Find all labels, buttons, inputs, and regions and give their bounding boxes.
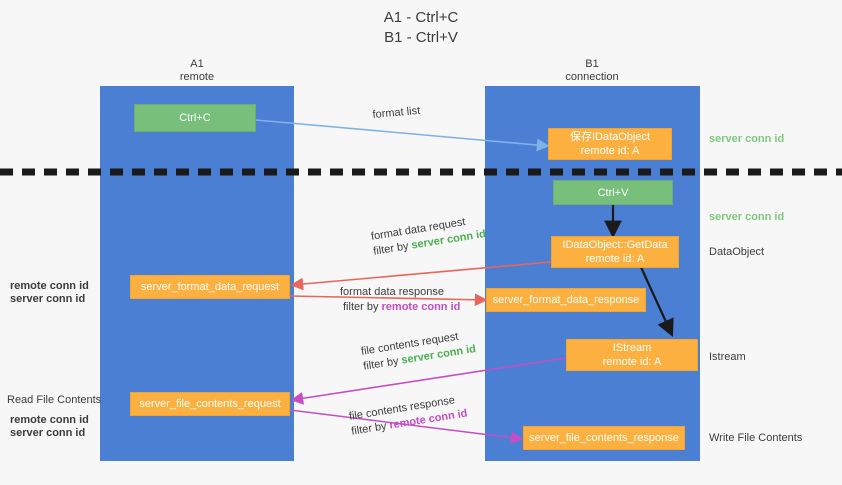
edge-label-format-list-line1: format list bbox=[372, 104, 421, 121]
column-header-right-role: connection bbox=[565, 71, 619, 83]
node-server-format-data-request[interactable]: server_format_data_request bbox=[130, 275, 290, 299]
node-ctrl-c[interactable]: Ctrl+C bbox=[134, 104, 256, 132]
node-server-file-contents-request-label: server_file_contents_request bbox=[139, 398, 281, 410]
column-header-right-name: B1 bbox=[585, 58, 599, 70]
edge-label-format-list: format list bbox=[372, 104, 421, 123]
left-label-server-conn-id-2: server conn id bbox=[10, 427, 86, 439]
node-idataobject-getdata-sub: remote id: A bbox=[585, 253, 645, 265]
node-server-format-data-response[interactable]: server_format_data_response bbox=[486, 288, 646, 312]
filter-prefix: filter by bbox=[372, 239, 413, 258]
node-save-idataobject-sub: remote id: A bbox=[580, 145, 640, 157]
node-save-idataobject[interactable]: 保存IDataObject remote id: A bbox=[548, 128, 672, 160]
left-label-server-conn-id-1: server conn id bbox=[10, 293, 86, 305]
right-label-server-conn-id-top: server conn id bbox=[709, 133, 785, 145]
left-label-remote-conn-id-1: remote conn id bbox=[10, 280, 89, 292]
edge-label-format-data-response-line2: filter by remote conn id bbox=[343, 300, 460, 315]
filter-prefix: filter by bbox=[343, 301, 382, 313]
edge-label-file-contents-response: file contents response filter by remote … bbox=[348, 392, 469, 440]
page-title: A1 - Ctrl+C B1 - Ctrl+V bbox=[383, 9, 459, 46]
edge-label-format-data-response: format data response filter by remote co… bbox=[340, 285, 460, 315]
node-ctrl-v-label: Ctrl+V bbox=[597, 186, 629, 199]
node-ctrl-v[interactable]: Ctrl+V bbox=[553, 180, 673, 205]
node-save-idataobject-label: 保存IDataObject bbox=[569, 131, 651, 143]
right-label-dataobject: DataObject bbox=[709, 246, 765, 258]
left-label-read-file-contents: Read File Contents bbox=[7, 394, 102, 406]
node-server-format-data-response-label: server_format_data_response bbox=[492, 294, 640, 306]
edge-label-file-contents-request: file contents request filter by server c… bbox=[360, 327, 477, 374]
filter-prefix: filter by bbox=[350, 419, 391, 438]
node-idataobject-getdata-label: IDataObject::GetData bbox=[562, 239, 668, 251]
right-label-write-file-contents: Write File Contents bbox=[709, 432, 803, 444]
node-idataobject-getdata[interactable]: IDataObject::GetData remote id: A bbox=[551, 236, 679, 268]
column-header-left-name: A1 bbox=[190, 58, 204, 70]
node-server-file-contents-response-label: server_file_contents_response bbox=[529, 432, 679, 444]
node-istream-label: IStream bbox=[612, 342, 652, 354]
column-header-right: B1 connection bbox=[512, 58, 672, 84]
right-label-istream: Istream bbox=[709, 351, 746, 363]
node-istream-sub: remote id: A bbox=[602, 356, 662, 368]
edge-label-format-data-request: format data request filter by server con… bbox=[370, 212, 487, 259]
column-header-left-role: remote bbox=[179, 71, 215, 83]
left-label-remote-conn-id-2: remote conn id bbox=[10, 414, 89, 426]
right-label-server-conn-id-mid: server conn id bbox=[709, 211, 785, 223]
column-header-left: A1 remote bbox=[117, 58, 277, 84]
node-istream[interactable]: IStream remote id: A bbox=[566, 339, 698, 371]
edge-label-format-data-response-line1: format data response bbox=[340, 286, 444, 298]
node-ctrl-c-label: Ctrl+C bbox=[179, 112, 211, 124]
filter-key-remote-conn-id: remote conn id bbox=[381, 301, 461, 313]
node-server-format-data-request-label: server_format_data_request bbox=[140, 281, 280, 293]
node-server-file-contents-request[interactable]: server_file_contents_request bbox=[130, 392, 290, 416]
node-server-file-contents-response[interactable]: server_file_contents_response bbox=[523, 426, 685, 450]
filter-prefix: filter by bbox=[362, 354, 403, 373]
